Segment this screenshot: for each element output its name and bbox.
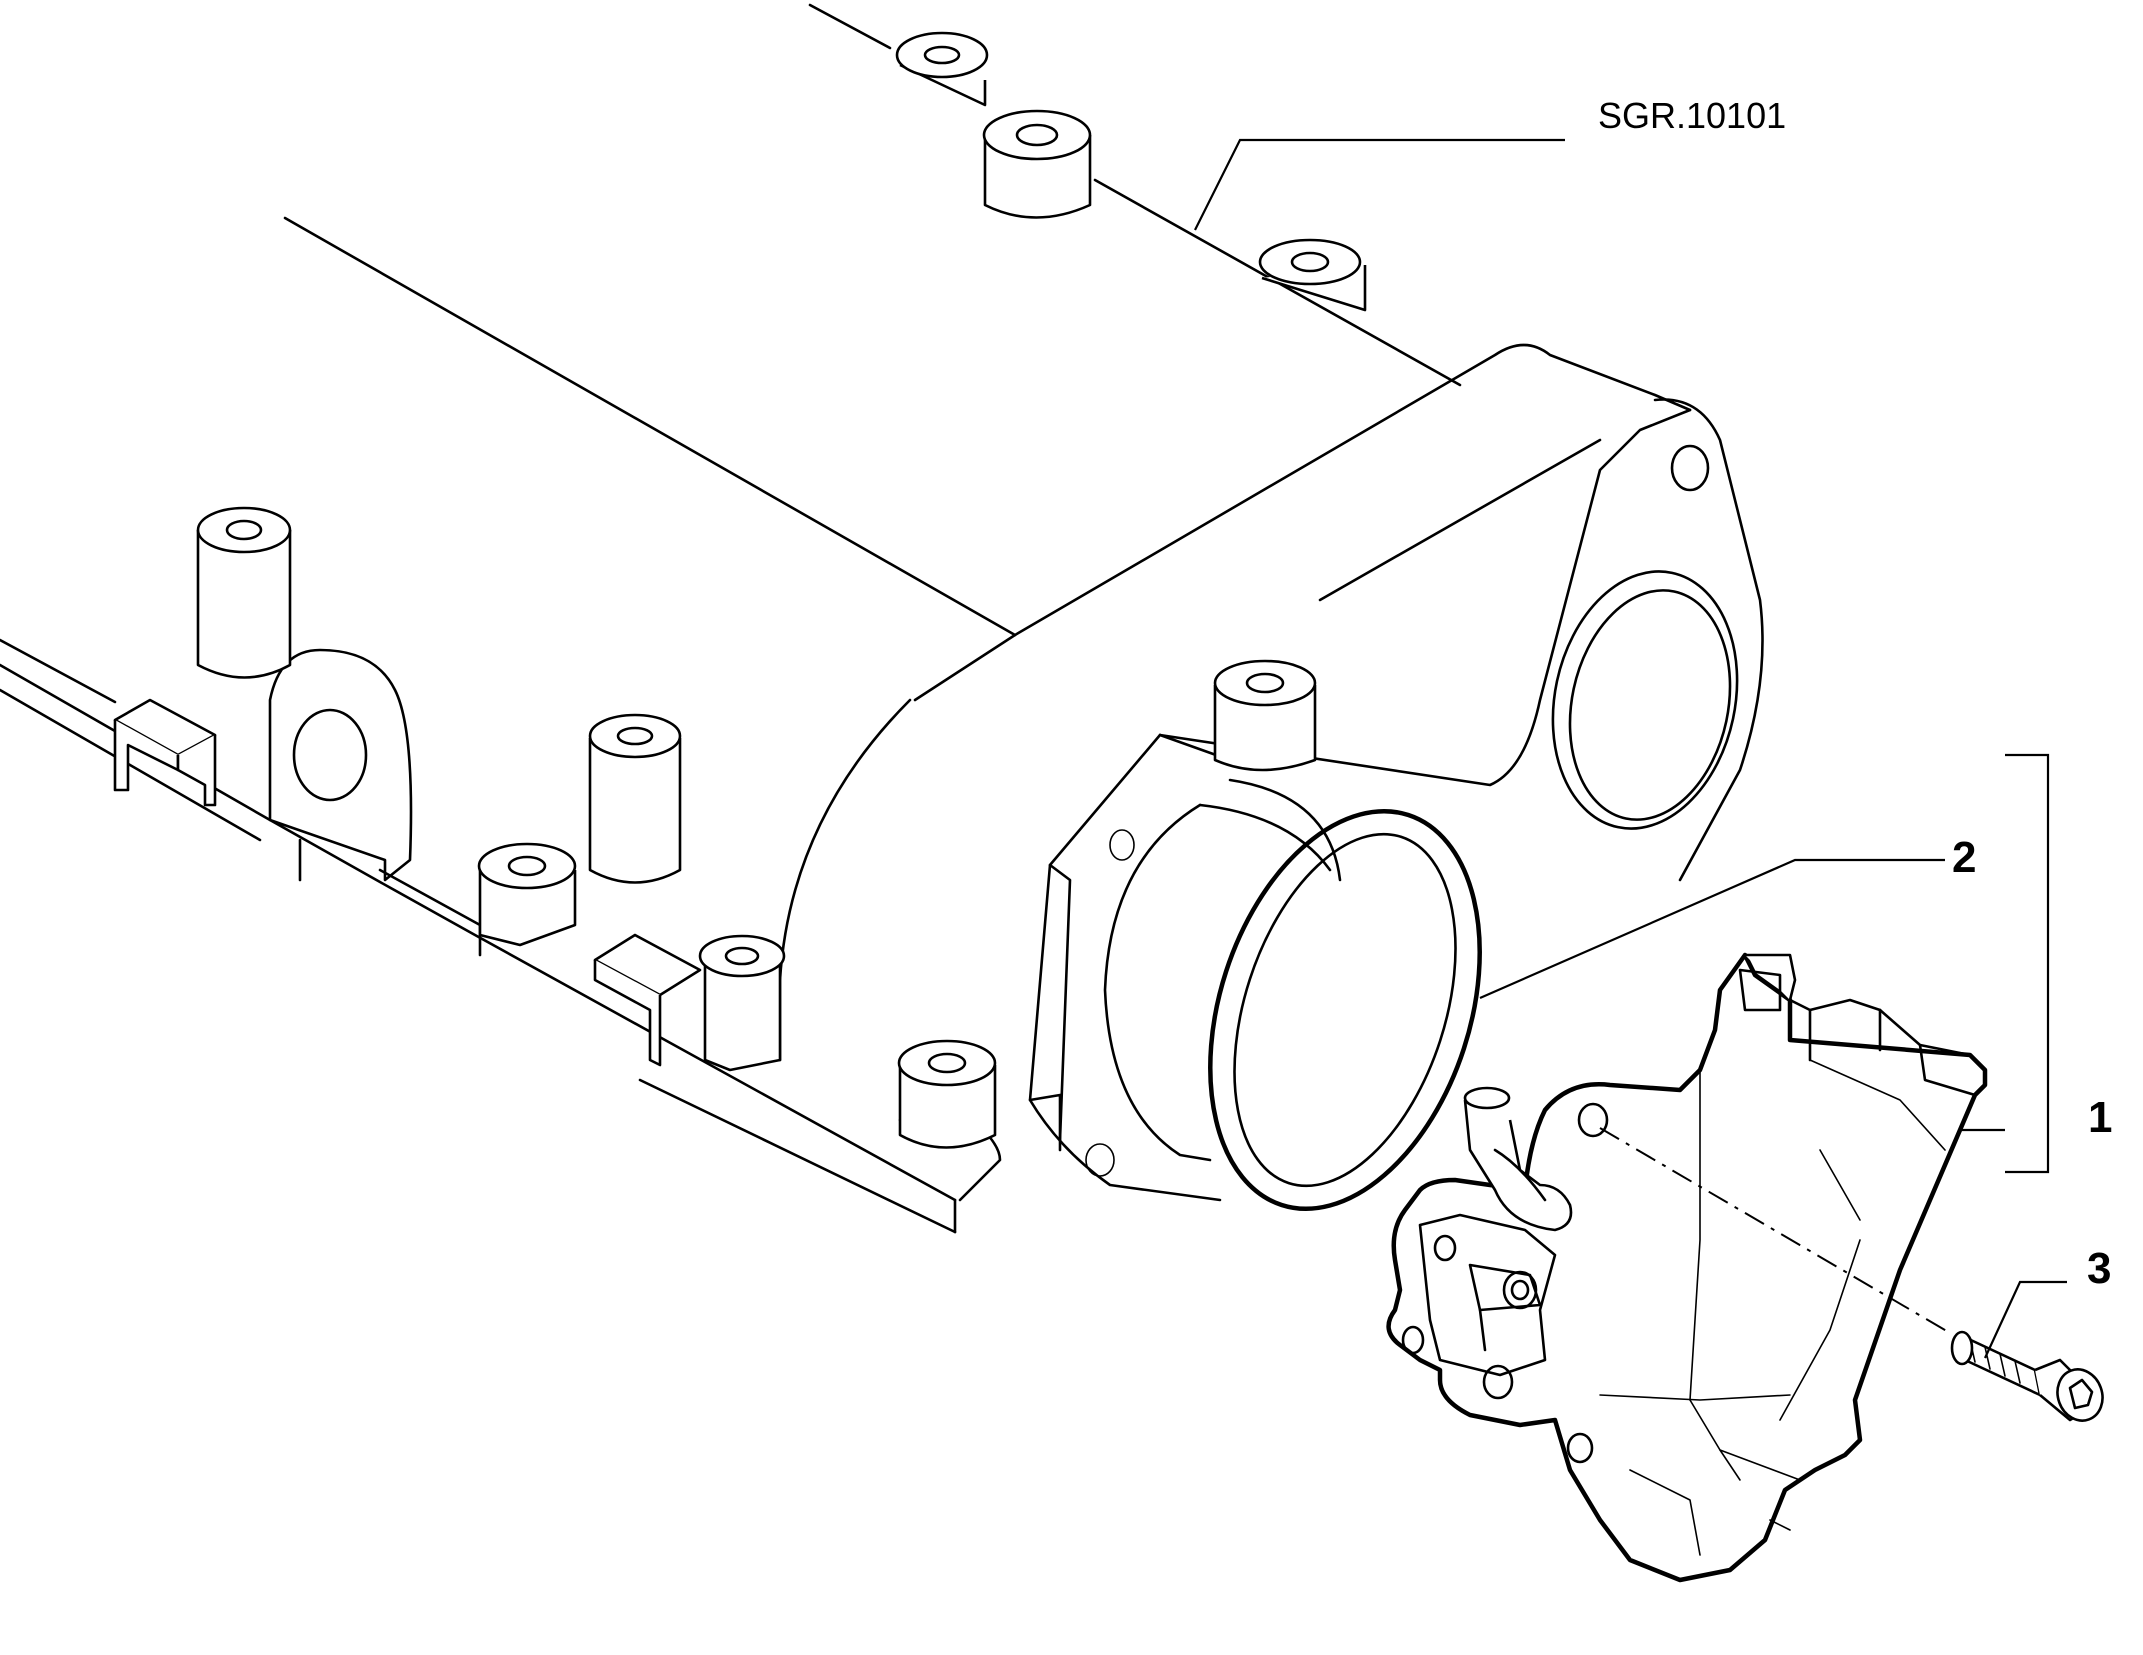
callout-number-2: 2 bbox=[1952, 833, 1976, 882]
intake-manifold bbox=[0, 3, 1764, 1234]
leader-lines bbox=[1194, 138, 2067, 1359]
gasket-ring bbox=[1208, 808, 1482, 1212]
throttle-body bbox=[1386, 952, 1988, 1583]
top-bushings bbox=[196, 31, 1367, 1149]
callout-number-1: 1 bbox=[2088, 1093, 2112, 1142]
bolt-axis-line bbox=[1599, 1127, 1951, 1334]
callout-number-3: 3 bbox=[2087, 1244, 2111, 1293]
socket-head-bolt bbox=[1950, 1330, 2104, 1422]
reference-code: SGR.10101 bbox=[1598, 95, 1786, 136]
